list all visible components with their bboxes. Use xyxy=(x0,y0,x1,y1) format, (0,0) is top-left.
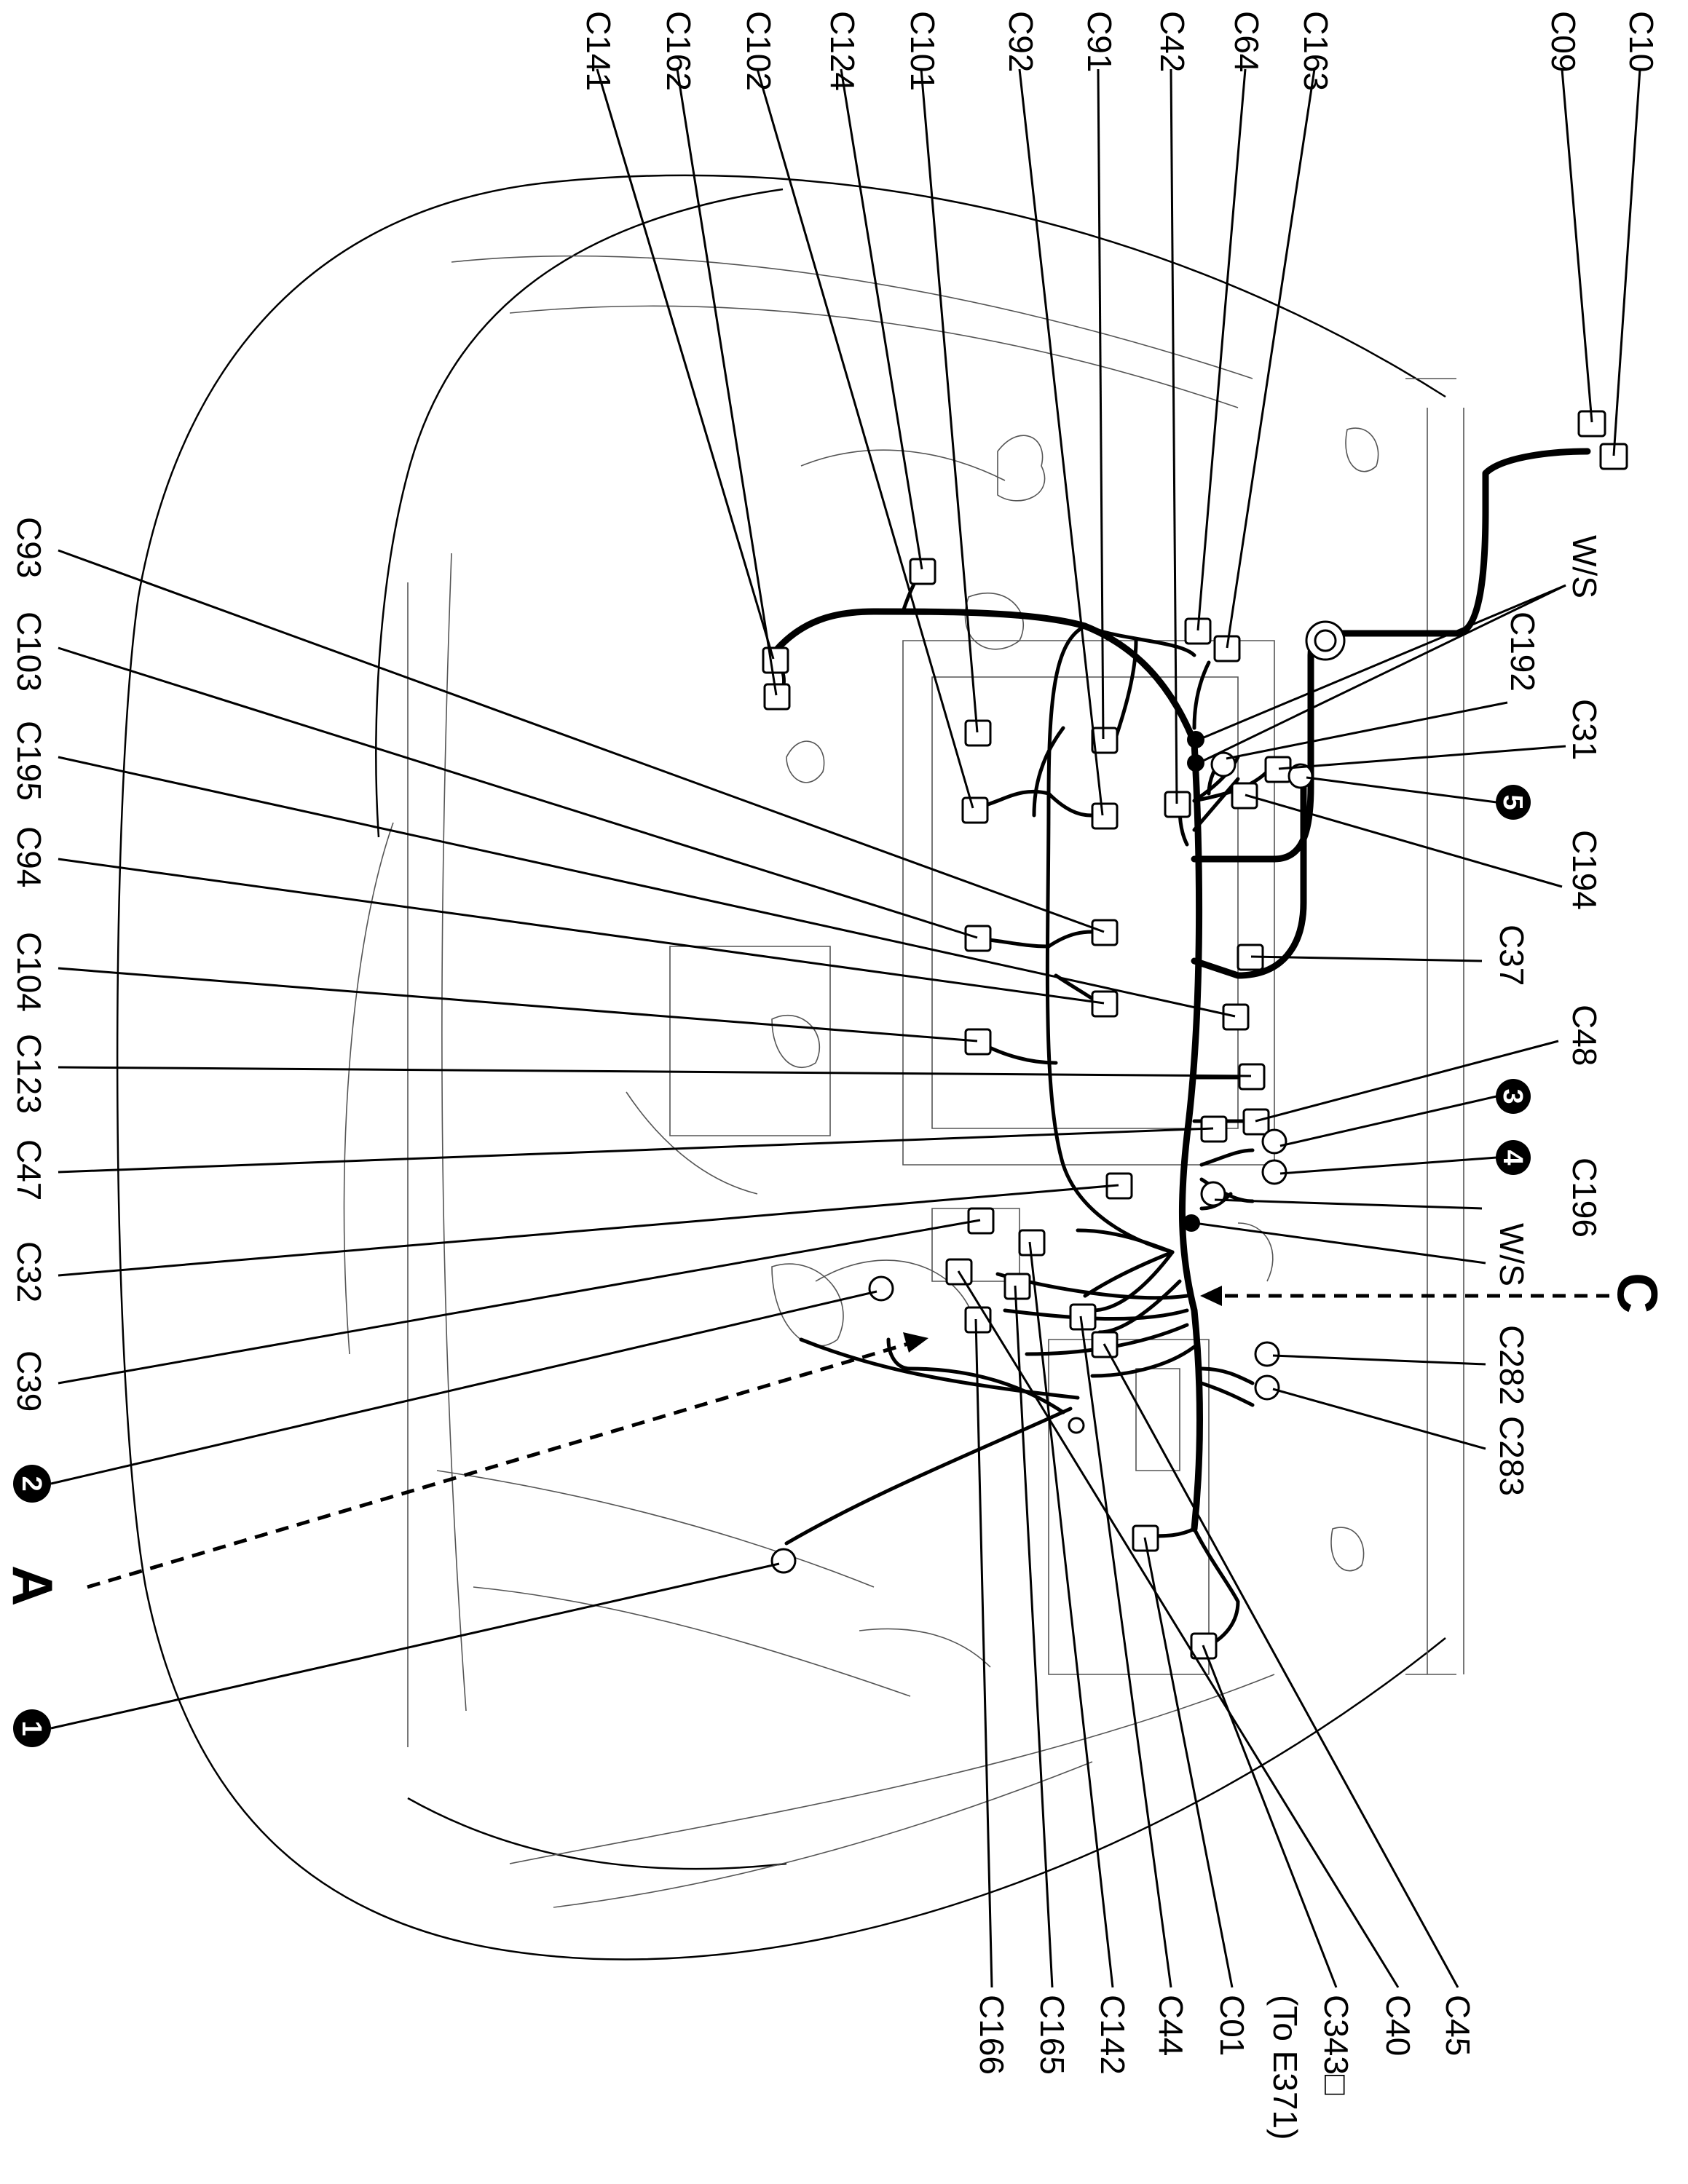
label-c166: C166 xyxy=(973,1995,1011,2075)
label-c64: C64 xyxy=(1228,11,1266,72)
label-c195: C195 xyxy=(10,721,48,801)
splice-ws-3 xyxy=(1183,1214,1200,1232)
label-c141: C141 xyxy=(580,11,618,91)
ground-terminal-c196 xyxy=(1200,1181,1226,1207)
label-c282: C282 xyxy=(1493,1325,1531,1405)
connector-c141 xyxy=(762,646,789,674)
label-c192: C192 xyxy=(1504,612,1542,692)
svg-text:1: 1 xyxy=(16,1720,47,1736)
svg-text:2: 2 xyxy=(16,1476,47,1491)
ground-terminal-c282 xyxy=(1254,1341,1280,1367)
label-c194: C194 xyxy=(1566,830,1604,910)
label-c163: C163 xyxy=(1297,11,1335,91)
label-c31: C31 xyxy=(1566,699,1604,760)
left-labels: C93 C103 C195 C94 C104 C123 C47 C32 C39 … xyxy=(1,517,65,1747)
ground-terminal-c192 xyxy=(1210,751,1237,778)
top-labels: C141 C162 C102 C124 C101 C92 C91 C42 C64… xyxy=(580,11,1660,91)
right-labels: W/S C192 C31 5 C194 C37 C48 3 4 C196 W/S… xyxy=(1493,535,1670,1496)
label-c102: C102 xyxy=(740,11,778,91)
label-c39: C39 xyxy=(10,1350,48,1412)
view-arrows xyxy=(87,1286,1609,1589)
label-c283: C283 xyxy=(1493,1416,1531,1496)
connector-c103 xyxy=(964,925,992,952)
label-c123: C123 xyxy=(10,1034,48,1114)
connector-c92 xyxy=(1091,802,1119,830)
svg-text:3: 3 xyxy=(1497,1088,1528,1104)
label-c09: C09 xyxy=(1545,11,1582,72)
label-c92: C92 xyxy=(1002,11,1040,72)
callout-5: 5 xyxy=(1496,785,1531,820)
connector-c101 xyxy=(964,719,992,747)
label-c101: C101 xyxy=(904,11,942,91)
ground-terminal-a xyxy=(1068,1417,1085,1434)
label-c48: C48 xyxy=(1566,1005,1604,1066)
label-c32: C32 xyxy=(10,1241,48,1302)
ground-terminals xyxy=(770,620,1346,1574)
label-view-c: C xyxy=(1606,1273,1670,1313)
connector-c194 xyxy=(1231,782,1258,810)
label-c103: C103 xyxy=(10,612,48,692)
label-c343: C343□ xyxy=(1317,1995,1355,2095)
connector-c124 xyxy=(909,558,936,585)
connector-c31 xyxy=(1264,756,1292,783)
ground-terminal-c283 xyxy=(1254,1374,1280,1401)
svg-text:5: 5 xyxy=(1497,794,1528,810)
connector-c39 xyxy=(967,1207,995,1235)
callout-2: 2 xyxy=(13,1465,51,1503)
label-c40: C40 xyxy=(1379,1995,1417,2056)
leader-lines xyxy=(50,68,1641,1988)
label-c124: C124 xyxy=(824,11,861,91)
connector-c93 xyxy=(1091,919,1119,946)
label-view-a: A xyxy=(1,1565,65,1606)
connector-c104 xyxy=(964,1028,992,1056)
label-c93: C93 xyxy=(10,517,48,578)
label-c01: C01 xyxy=(1213,1995,1251,2056)
label-c94: C94 xyxy=(10,826,48,887)
splice-ws-2 xyxy=(1187,754,1204,772)
label-c47: C47 xyxy=(10,1139,48,1200)
svg-text:4: 4 xyxy=(1497,1150,1528,1165)
connector-c102 xyxy=(961,796,989,824)
ground-terminal-4 xyxy=(1261,1159,1287,1185)
connector-c162 xyxy=(763,683,791,711)
connector-c142 xyxy=(1018,1229,1046,1257)
label-c10: C10 xyxy=(1622,11,1660,72)
connector-c166 xyxy=(964,1306,992,1334)
bottom-labels: C166 C165 C142 C44 C01 (To E371) C343□ C… xyxy=(973,1995,1477,2140)
label-c104: C104 xyxy=(10,932,48,1012)
ground-terminal-1 xyxy=(770,1548,797,1574)
ground-terminal-5 xyxy=(1287,763,1314,789)
connector-c195 xyxy=(1222,1003,1250,1031)
splice-ws-1 xyxy=(1187,731,1204,748)
label-c42: C42 xyxy=(1153,11,1191,72)
connector-c94 xyxy=(1091,990,1119,1018)
label-c91: C91 xyxy=(1081,11,1119,72)
label-ws-bottom: W/S xyxy=(1493,1223,1531,1286)
connector-c165 xyxy=(1003,1273,1031,1300)
callout-3: 3 xyxy=(1496,1079,1531,1114)
label-to-e371: (To E371) xyxy=(1266,1995,1304,2140)
callout-4: 4 xyxy=(1496,1140,1531,1175)
label-c142: C142 xyxy=(1094,1995,1132,2075)
connector-c91 xyxy=(1091,727,1119,754)
label-c37: C37 xyxy=(1493,925,1531,986)
connector-c163 xyxy=(1213,635,1241,662)
callout-1: 1 xyxy=(13,1709,51,1747)
label-c165: C165 xyxy=(1033,1995,1071,2075)
ground-terminal-3 xyxy=(1261,1128,1287,1155)
label-c196: C196 xyxy=(1566,1158,1604,1238)
label-ws-top: W/S xyxy=(1566,535,1604,598)
label-c162: C162 xyxy=(660,11,698,91)
label-c44: C44 xyxy=(1152,1995,1190,2056)
ground-terminal-2 xyxy=(868,1275,894,1302)
label-c45: C45 xyxy=(1439,1995,1477,2056)
